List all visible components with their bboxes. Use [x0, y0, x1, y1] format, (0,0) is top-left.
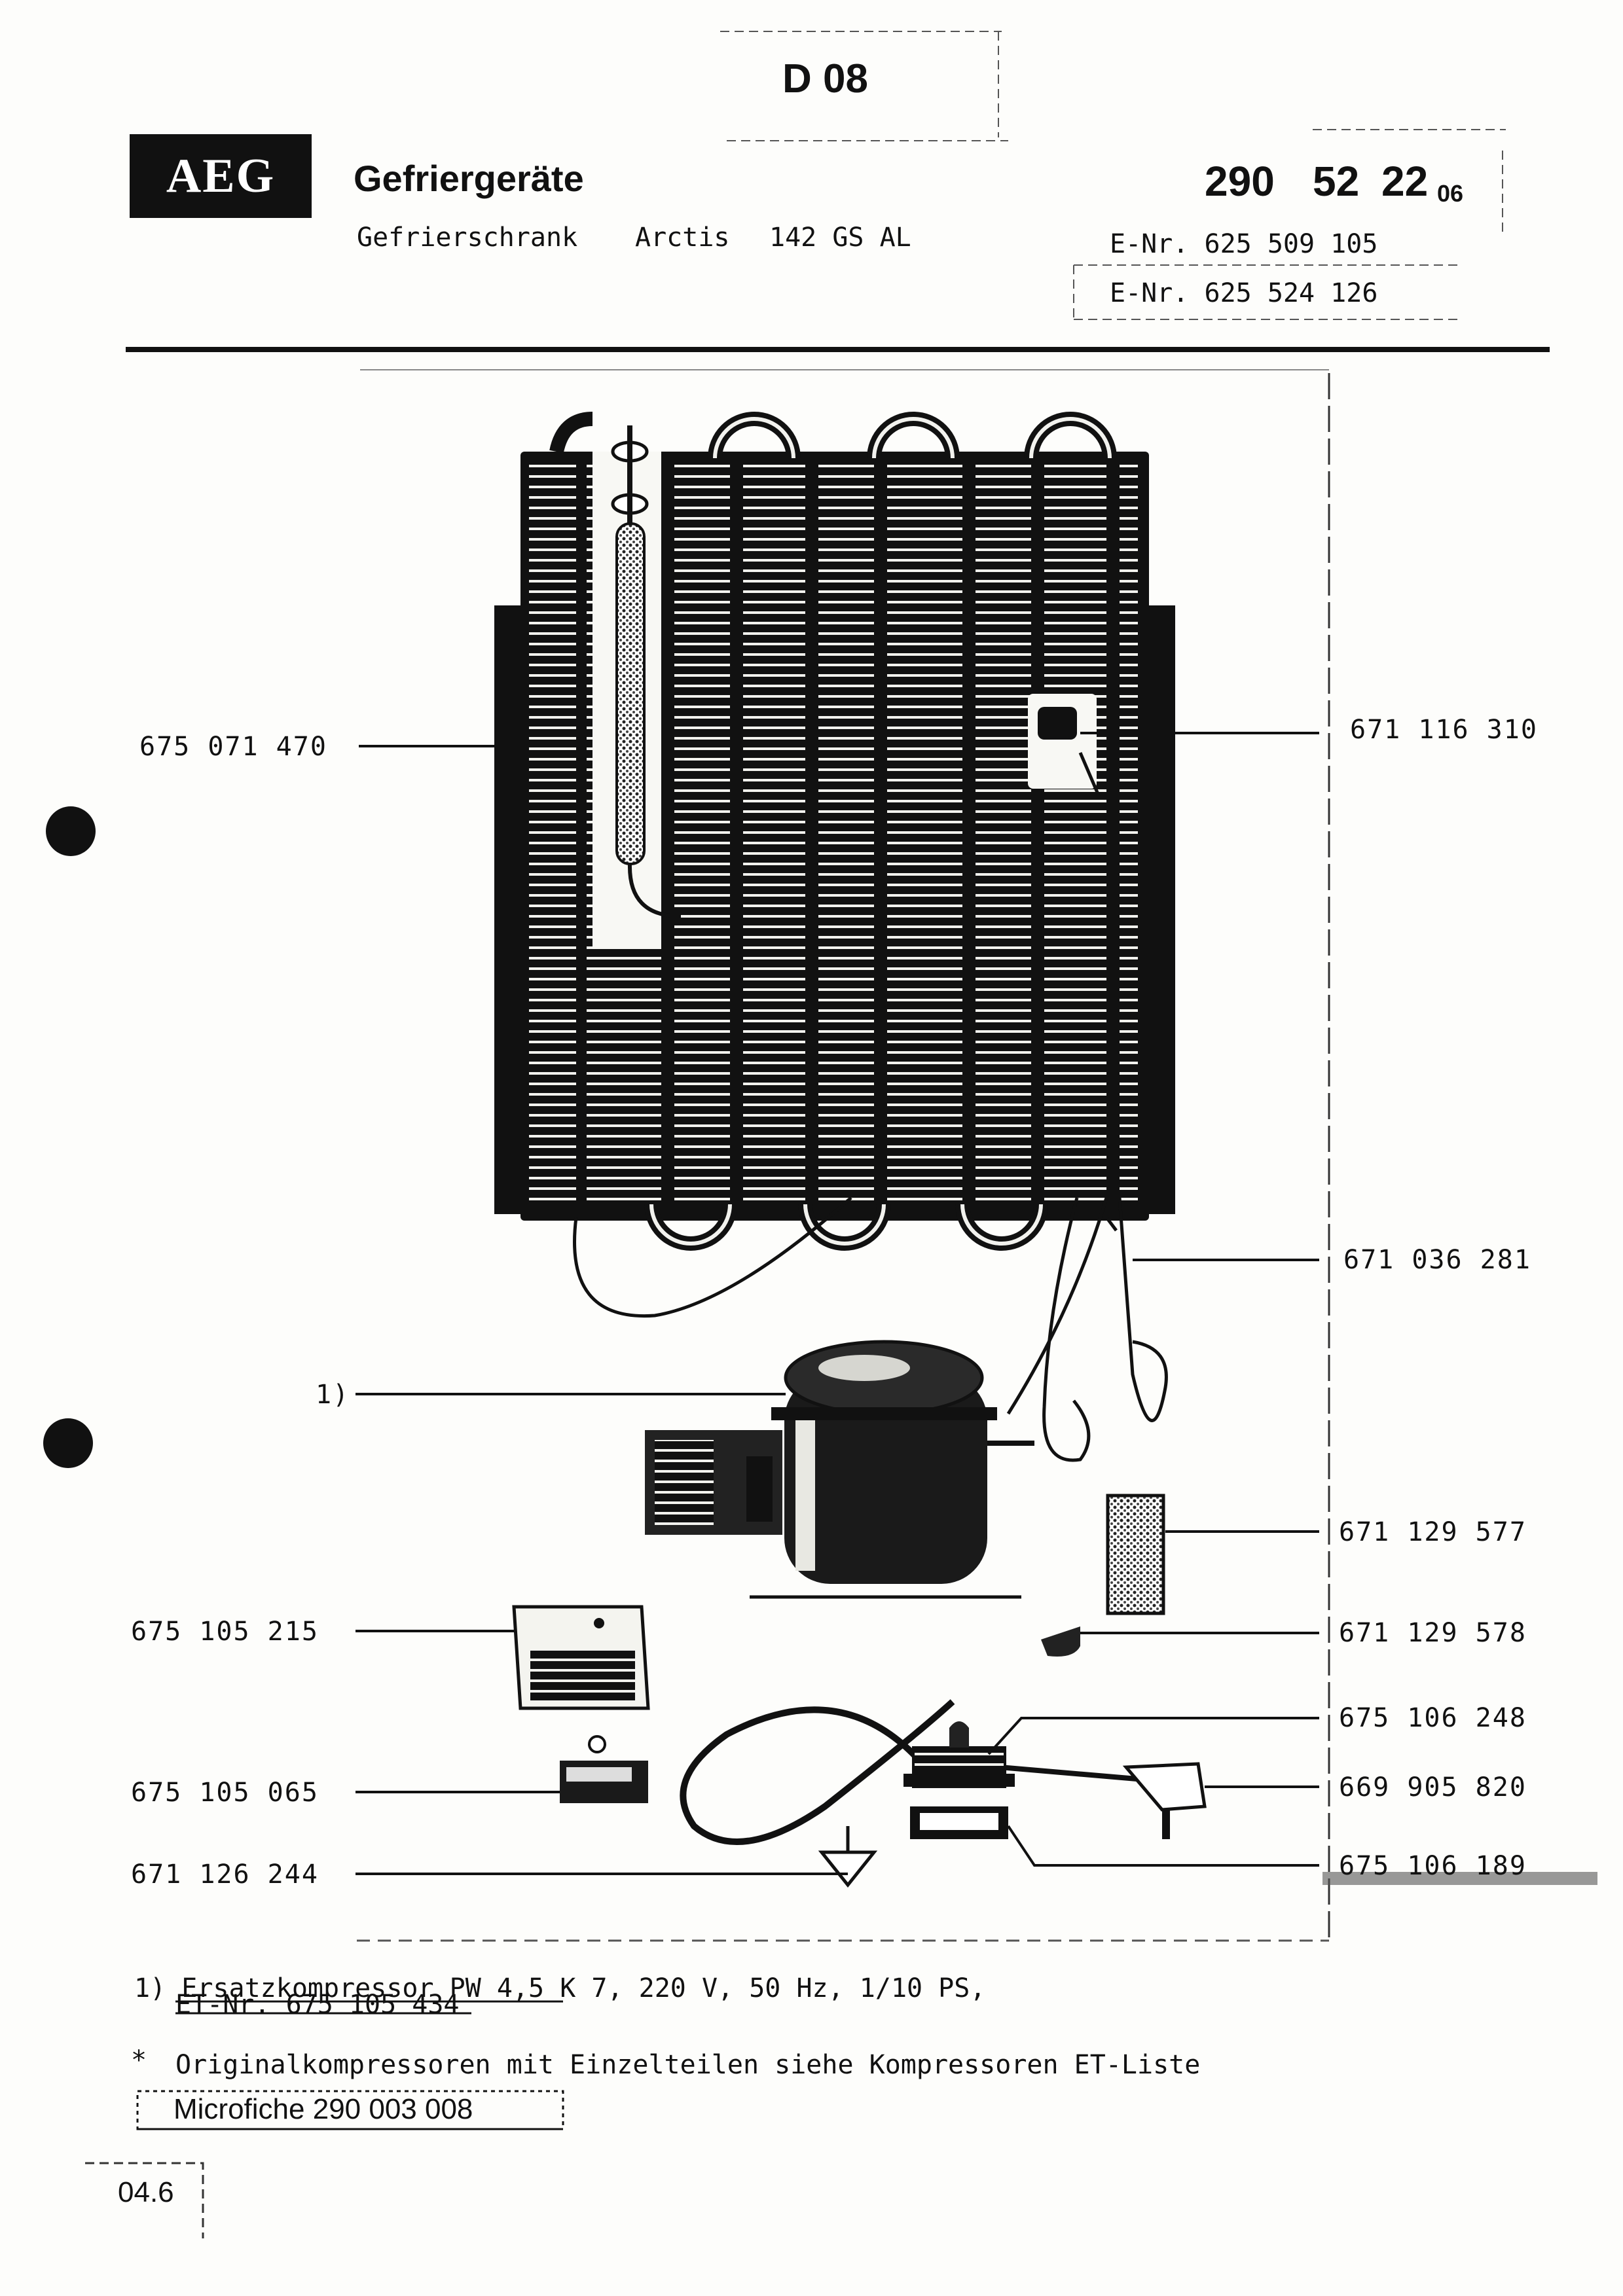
category-title: Gefriergeräte: [354, 158, 584, 199]
model-name: Arctis: [635, 223, 730, 253]
e-number-2: E-Nr. 625 524 126: [1110, 278, 1378, 308]
thermostat-clip: [1028, 694, 1102, 799]
part-label-675-106-189: 675 106 189: [1339, 1851, 1527, 1881]
leader-lines: [356, 732, 1319, 1875]
footnote-compressor: 1) Ersatzkompressor PW 4,5 K 7, 220 V, 5…: [134, 1973, 986, 2003]
filter-drier: [611, 425, 682, 918]
footnote-original-compressors: Originalkompressoren mit Einzelteilen si…: [175, 2050, 1201, 2080]
model-label: Gefrierschrank: [357, 223, 578, 253]
doc-number-suffix: 06: [1437, 180, 1464, 207]
scan-artifact: [1322, 1872, 1597, 1885]
header-frame-lines: [720, 31, 1506, 320]
bracket-part: [1106, 1494, 1165, 1615]
model-number: 142 GS AL: [769, 223, 911, 253]
microfiche-number: Microfiche 290 003 008: [173, 2093, 473, 2125]
part-label-671-126-244: 671 126 244: [131, 1859, 319, 1890]
e-number-1: E-Nr. 625 509 105: [1110, 229, 1378, 259]
part-label-671-116-310: 671 116 310: [1350, 715, 1538, 745]
capillary-tube: [573, 1196, 1168, 1462]
part-label-compressor-ref: 1): [316, 1380, 350, 1410]
doc-number-prefix: 290: [1205, 158, 1275, 205]
footnote-et-number: ET-Nr. 675 105 434: [175, 1990, 460, 2020]
punch-hole-bottom: [43, 1418, 93, 1468]
sheet-code: D 08: [782, 56, 868, 101]
part-label-671-129-578: 671 129 578: [1339, 1618, 1527, 1648]
compressor: [645, 1340, 1034, 1599]
relay-cover: [512, 1605, 650, 1710]
punch-hole-top: [46, 806, 96, 856]
part-label-669-905-820: 669 905 820: [1339, 1772, 1527, 1803]
part-label-675-105-065: 675 105 065: [131, 1778, 319, 1808]
page-code-frame: [85, 2162, 204, 2238]
part-label-671-129-577: 671 129 577: [1339, 1517, 1527, 1547]
clip-part: [1041, 1626, 1080, 1657]
page-code: 04.6: [118, 2176, 174, 2208]
part-label-675-071-470: 675 071 470: [139, 732, 327, 762]
part-label-675-105-215: 675 105 215: [131, 1617, 319, 1647]
doc-number-last: 22: [1381, 158, 1429, 205]
aeg-logo: AEG: [130, 134, 312, 218]
footnote-star: *: [131, 2045, 147, 2075]
doc-number-middle: 52: [1313, 158, 1360, 205]
earth-terminal: [818, 1826, 878, 1888]
power-cord: [680, 1699, 1207, 1845]
part-label-671-036-281: 671 036 281: [1343, 1245, 1531, 1275]
header-rule: [126, 347, 1550, 352]
part-label-675-106-248: 675 106 248: [1339, 1703, 1527, 1733]
relay: [560, 1735, 648, 1803]
condenser-plate: [494, 412, 1175, 1251]
